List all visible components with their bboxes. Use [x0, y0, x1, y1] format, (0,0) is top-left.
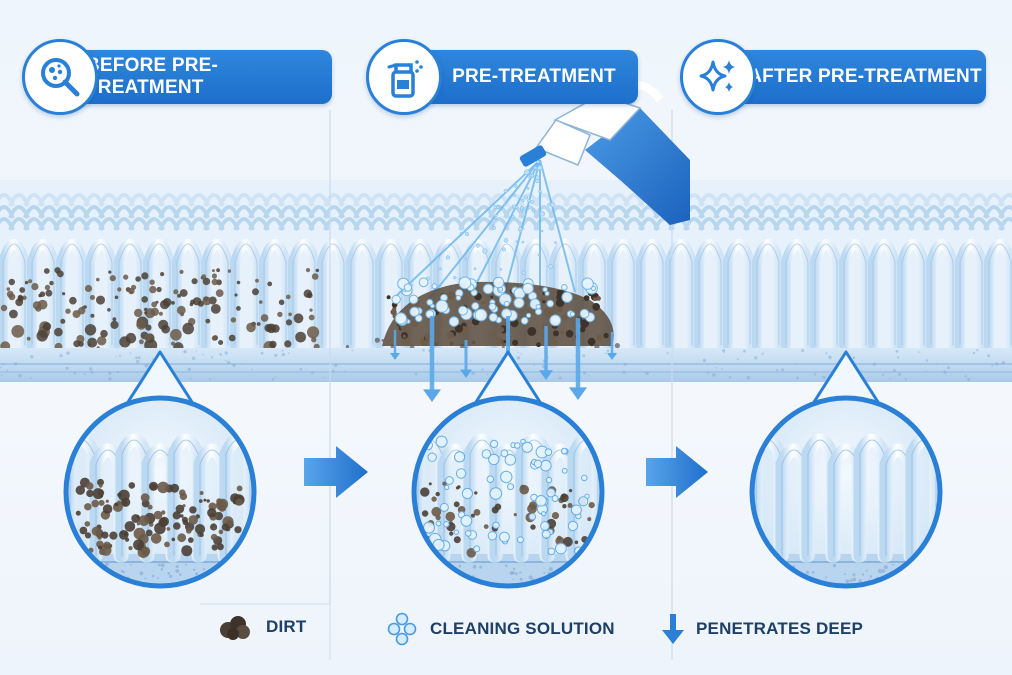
panel-header-pretreatment: PRE-TREATMENT	[366, 39, 638, 115]
flow-arrow	[304, 446, 368, 498]
spray-bottle-icon	[366, 39, 442, 115]
magnified-view-after	[749, 395, 943, 589]
legend-label: CLEANING SOLUTION	[430, 619, 615, 638]
spray-mist	[391, 159, 576, 301]
panel-title: BEFORE PRE-TREATMENT	[52, 50, 332, 104]
panel-title: AFTER PRE-TREATMENT	[710, 50, 986, 104]
sparkle-icon	[680, 39, 756, 115]
panel-header-before: BEFORE PRE-TREATMENT	[22, 39, 332, 115]
dirt-icon	[220, 616, 250, 640]
panel-header-after: AFTER PRE-TREATMENT	[680, 39, 986, 115]
magnified-view-pretreatment	[411, 395, 605, 589]
legend-label: DIRT	[266, 617, 307, 636]
penetration-arrows	[390, 316, 617, 402]
spray-bottle	[519, 81, 690, 225]
legend-item-penetrates-deep: PENETRATES DEEP	[660, 612, 863, 646]
legend-item-cleaning-solution: CLEANING SOLUTION	[384, 612, 615, 646]
magnified-view-before	[63, 395, 257, 589]
dirt-with-solution	[382, 276, 614, 348]
down-arrow-icon	[662, 614, 684, 644]
legend-label: PENETRATES DEEP	[696, 619, 864, 638]
bubbles-icon	[387, 612, 417, 646]
legend-item-dirt: DIRT	[216, 612, 306, 642]
flow-arrow	[646, 446, 708, 498]
magnifier-dirt-icon	[22, 39, 98, 115]
